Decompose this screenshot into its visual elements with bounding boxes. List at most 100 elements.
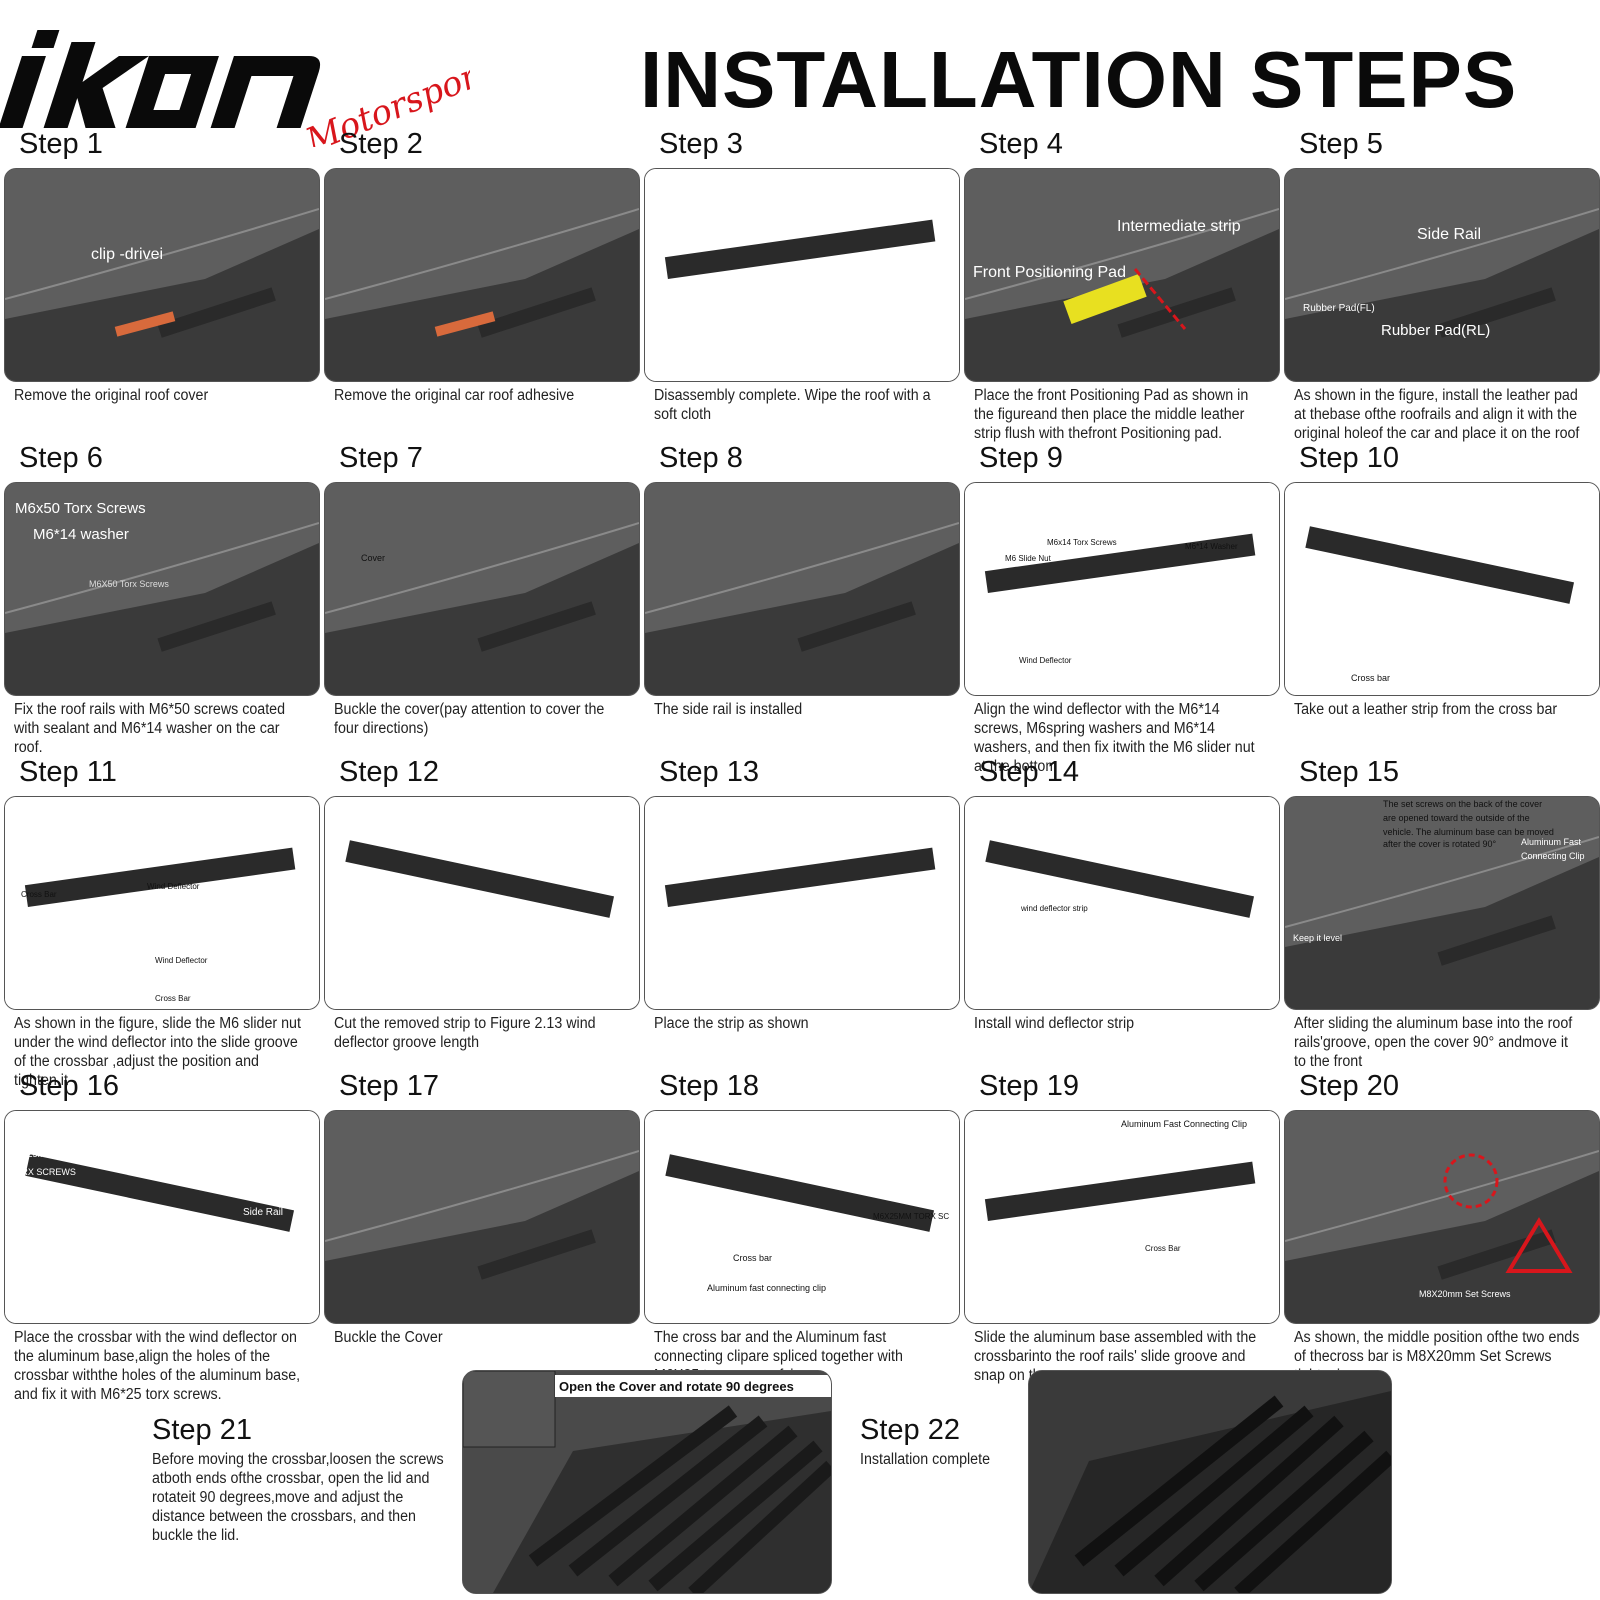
step-21-label: Step 21: [152, 1414, 252, 1446]
step-image: [644, 796, 960, 1010]
step-caption: The side rail is installed: [654, 701, 803, 718]
step-label: Step 18: [659, 1070, 759, 1102]
step-callout: TORX SCREWS: [9, 1167, 76, 1177]
step-label: Step 1: [19, 128, 103, 160]
step-caption: Cut the removed strip to Figure 2.13 win…: [334, 1015, 596, 1051]
step-label: Step 2: [339, 128, 423, 160]
step-callout: Rubber Pad(RL): [1381, 322, 1490, 339]
step-callout: M6X25MM: [9, 1149, 53, 1159]
step-label: Step 13: [659, 756, 759, 788]
step-label: Step 5: [1299, 128, 1383, 160]
step-callout: Rubber Pad(FL): [1303, 303, 1375, 314]
step-21-caption: Before moving the crossbar,loosen the sc…: [152, 1451, 444, 1544]
page-title: INSTALLATION STEPS: [640, 35, 1518, 124]
step-callout: Cross Bar: [155, 994, 191, 1003]
step-callout: Aluminum Fast: [1521, 837, 1582, 847]
step-image: The set screws on the back of the cover a…: [1284, 796, 1600, 1010]
step-image: wind deflector strip: [964, 796, 1280, 1010]
step-callout: Aluminum fast connecting clip: [707, 1283, 826, 1293]
step-callout: Side Rail: [243, 1207, 283, 1218]
step-label: Step 4: [979, 128, 1063, 160]
step-label: Step 3: [659, 128, 743, 160]
step-caption: Buckle the Cover: [334, 1329, 443, 1346]
step-callout: Keep it level: [1293, 933, 1342, 943]
step-label: Step 7: [339, 442, 423, 474]
step-callout: after the cover is rotated 90°: [1383, 839, 1497, 849]
step-caption: After sliding the aluminum base into the…: [1294, 1015, 1573, 1070]
step-caption: Buckle the cover(pay attention to cover …: [334, 701, 605, 737]
step-callout: Cross Bar: [21, 890, 57, 899]
step-caption: Install wind deflector strip: [974, 1015, 1135, 1032]
step-callout: The set screws on the back of the cover: [1383, 799, 1542, 809]
step-image: M6x14 Torx Screws M6 Slide Nut M6*14 Washe…: [964, 482, 1280, 696]
step-caption: As shown in the figure, slide the M6 sli…: [14, 1015, 301, 1089]
step-callout: are opened toward the outside of the: [1383, 813, 1530, 823]
step-callout: Cover: [361, 553, 385, 563]
step-callout: M6 Slide Nut: [1005, 554, 1052, 563]
step-22-label: Step 22: [860, 1414, 960, 1446]
step-callout: M8X20mm Set Screws: [1419, 1289, 1511, 1299]
step-label: Step 16: [19, 1070, 119, 1102]
step-label: Step 11: [19, 756, 117, 788]
step-callout: Wind Deflector: [1019, 656, 1072, 665]
step-image: [324, 796, 640, 1010]
step-callout: M6x14 Torx Screws: [1047, 538, 1117, 547]
step-image: Cross bar: [1284, 482, 1600, 696]
step-caption: As shown in the figure, install the leat…: [1294, 387, 1580, 442]
step-label: Step 6: [19, 442, 103, 474]
step-caption: Take out a leather strip from the cross …: [1294, 701, 1558, 718]
step-caption: Disassembly complete. Wipe the roof with…: [654, 387, 931, 423]
step-21-image: Open the Cover and rotate 90 degrees: [462, 1370, 832, 1594]
step-21-callout: Open the Cover and rotate 90 degrees: [559, 1379, 794, 1394]
step-caption: Remove the original car roof adhesive: [334, 387, 575, 404]
step-callout: Side Rail: [1417, 226, 1481, 243]
step-label: Step 20: [1299, 1070, 1399, 1102]
step-caption: Place the crossbar with the wind deflect…: [14, 1329, 301, 1403]
step-caption: Place the front Positioning Pad as shown…: [974, 387, 1249, 442]
step-label: Step 8: [659, 442, 743, 474]
step-image: Cover: [324, 482, 640, 696]
step-callout: Intermediate strip: [1117, 218, 1241, 235]
step-callout: M6*14 Washer: [1185, 542, 1238, 551]
step-image: [644, 168, 960, 382]
step-caption: Fix the roof rails with M6*50 screws coa…: [14, 701, 286, 756]
step-image: [324, 168, 640, 382]
step-callout: Cross bar: [733, 1253, 772, 1263]
brand-name: ikon: [5, 139, 7, 141]
step-callout: Front Positioning Pad: [973, 264, 1126, 281]
step-callout: Connecting Clip: [1521, 851, 1585, 861]
step-label: Step 12: [339, 756, 439, 788]
step-callout: clip -drivei: [91, 246, 163, 263]
step-callout: wind deflector: [78, 1287, 141, 1298]
step-callout: Wind Deflector: [147, 882, 200, 891]
step-callout: Wind Deflector: [155, 956, 208, 965]
step-callout: M6X25MM TORX SC: [873, 1212, 949, 1221]
step-image: M8X20mm Set Screws: [1284, 1110, 1600, 1324]
step-label: Step 9: [979, 442, 1063, 474]
step-callout: M6X50 Torx Screws: [89, 579, 169, 589]
step-image: M6X25MM TORX SCREWS Side Rail wind deflecto…: [4, 1110, 320, 1324]
step-callout: Aluminum Fast Connecting Clip: [1121, 1119, 1247, 1129]
step-caption: Place the strip as shown: [654, 1015, 809, 1032]
step-22-image: [1028, 1370, 1392, 1594]
step-callout: Cross bar: [1351, 673, 1390, 683]
step-label: Step 17: [339, 1070, 439, 1102]
step-caption: Align the wind deflector with the M6*14 …: [974, 701, 1255, 775]
step-callout: M6*14 washer: [33, 526, 129, 543]
brand-logo: Motorsports ikon: [0, 22, 470, 147]
step-callout: wind deflector strip: [1020, 904, 1088, 913]
step-caption: Remove the original roof cover: [14, 387, 209, 404]
step-callout: M6 Spring Washen: [1123, 582, 1191, 591]
step-label: Step 10: [1299, 442, 1399, 474]
step-label: Step 15: [1299, 756, 1399, 788]
step-image: [324, 1110, 640, 1324]
step-label: Step 19: [979, 1070, 1079, 1102]
step-image: clip -drivei: [4, 168, 320, 382]
step-callout: M6x50 Torx Screws: [15, 500, 146, 517]
